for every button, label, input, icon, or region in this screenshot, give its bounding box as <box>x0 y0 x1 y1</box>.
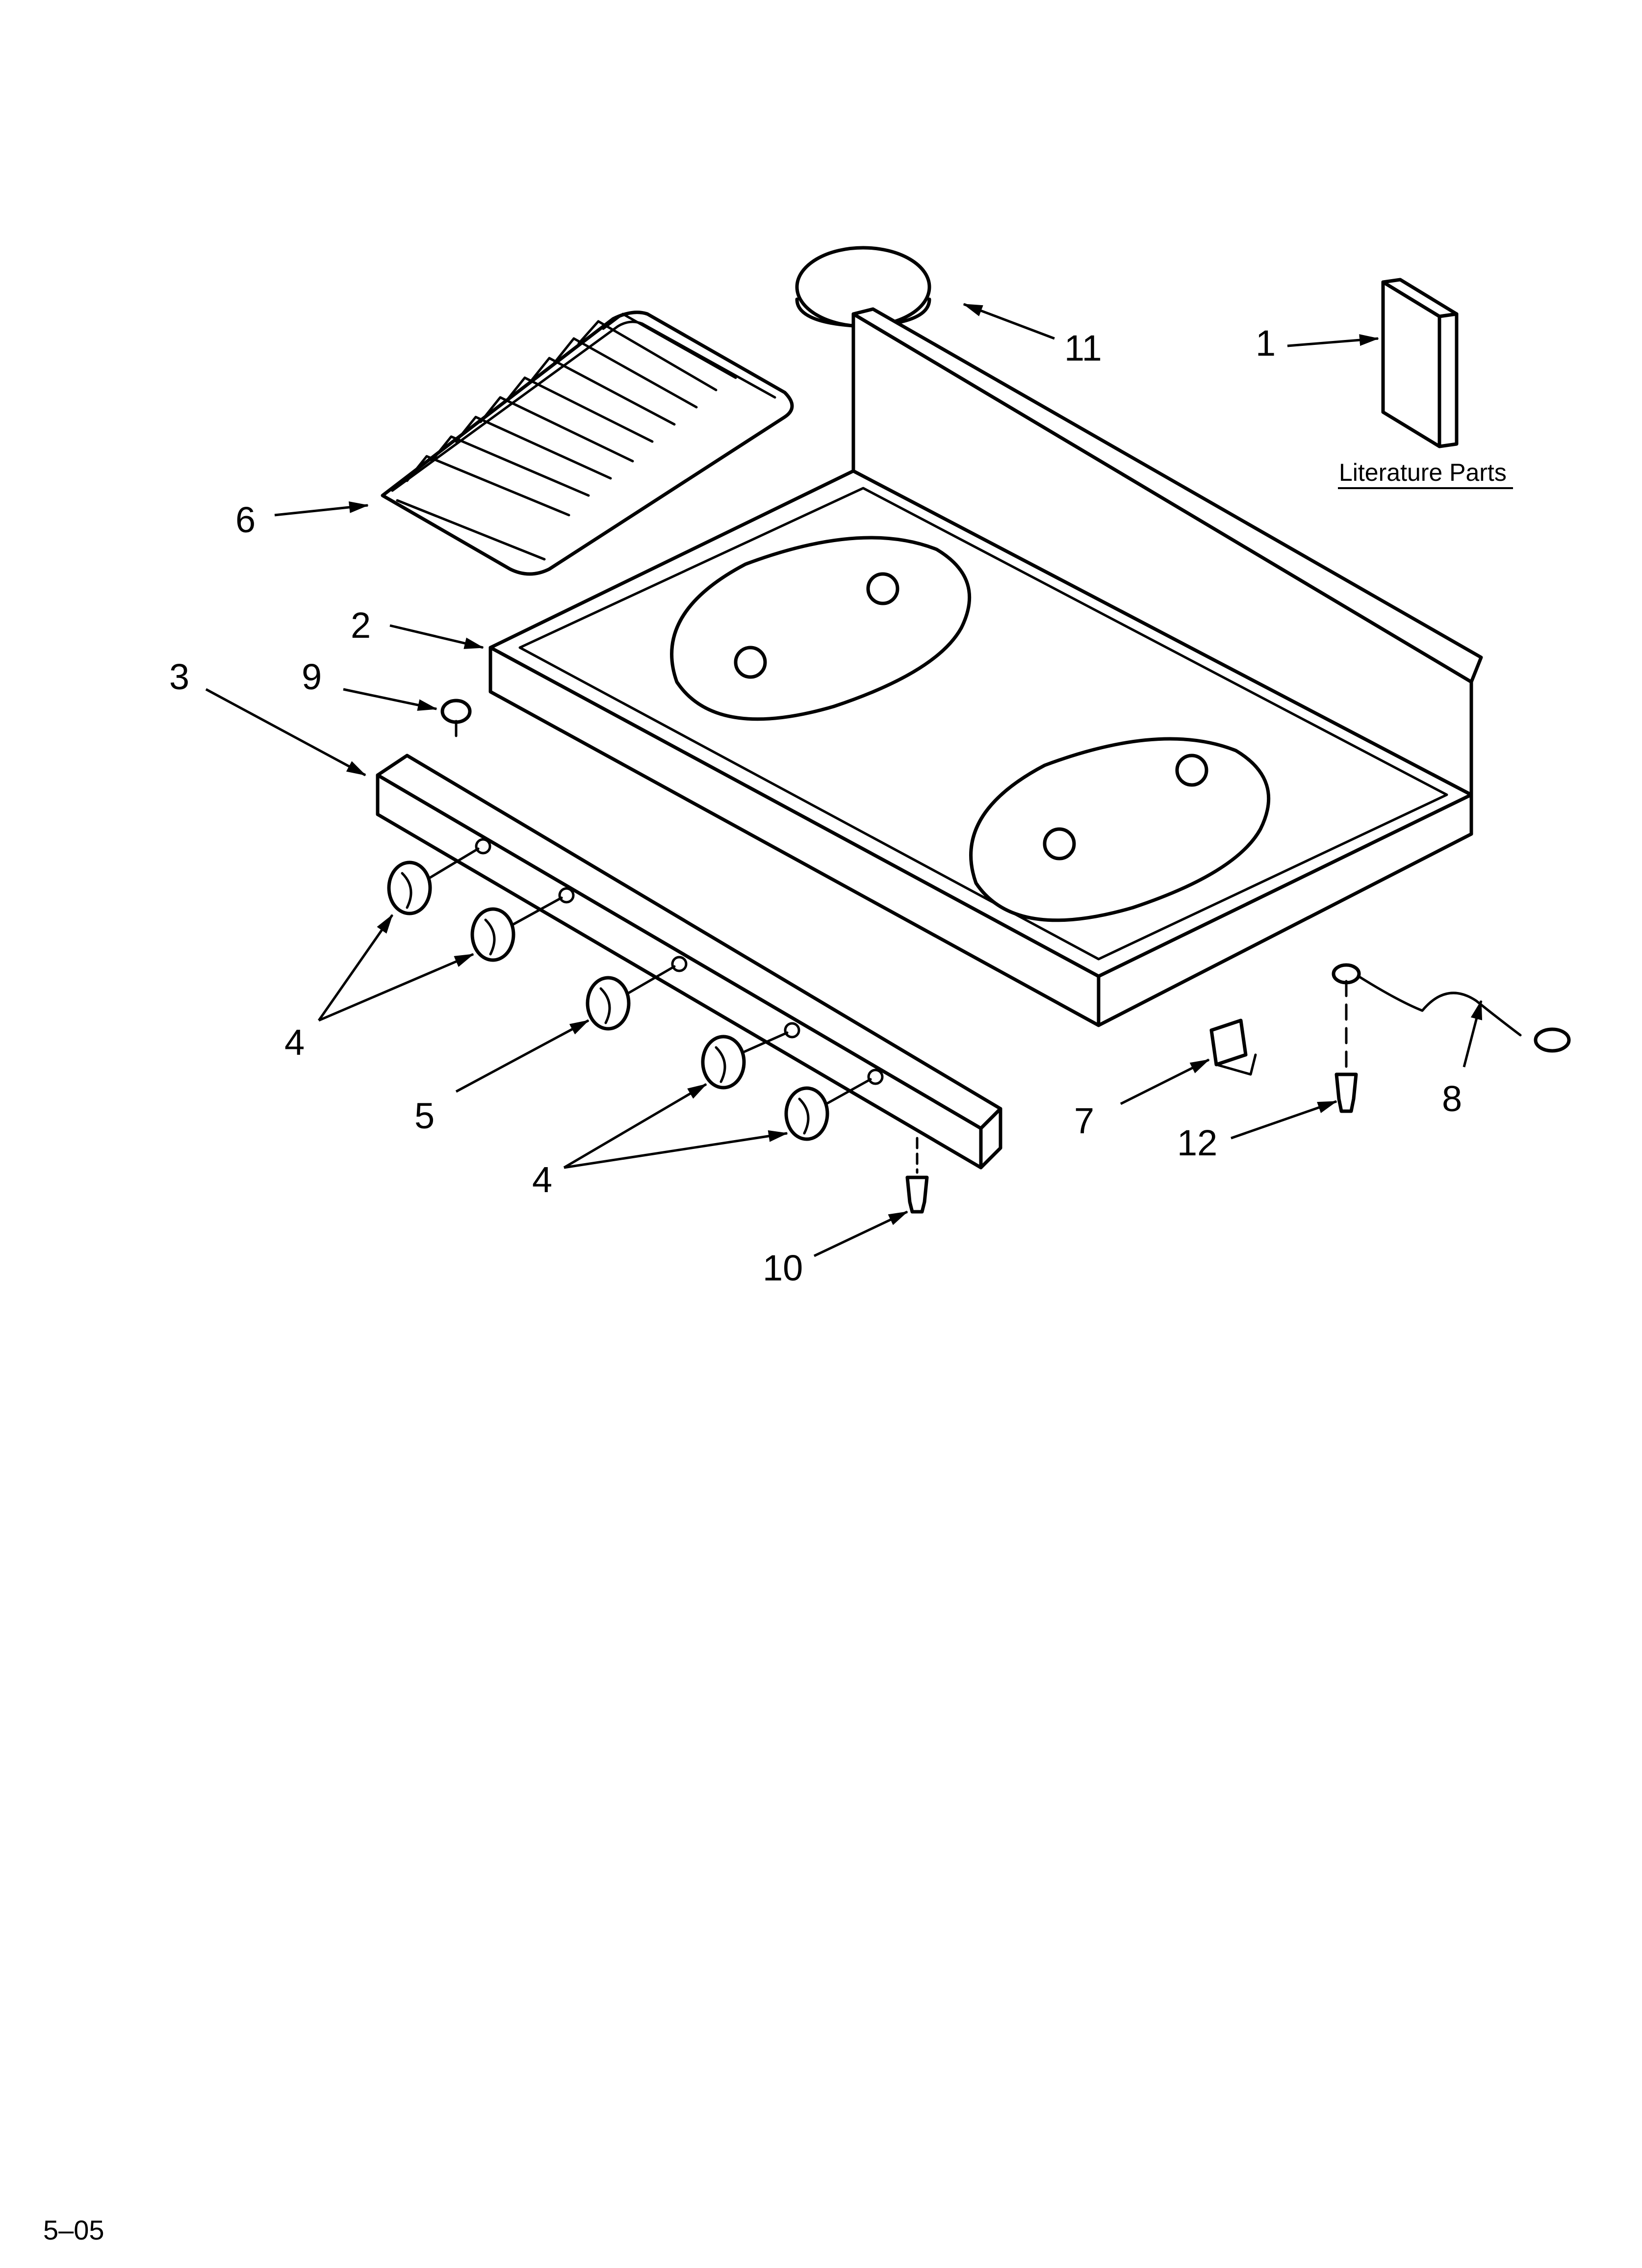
screw-12-part <box>1334 980 1358 1113</box>
callout-2: 2 <box>351 605 371 646</box>
callout-4a: 4 <box>284 1022 305 1063</box>
literature-parts-label: Literature Parts <box>1339 459 1507 486</box>
callout-7: 7 <box>1074 1100 1094 1141</box>
page-code: 5–05 <box>43 2215 104 2245</box>
callout-8: 8 <box>1442 1078 1462 1119</box>
cooktop-part <box>488 307 1483 1027</box>
leader-lines <box>205 303 1483 1257</box>
screw-10-part <box>905 1137 929 1214</box>
control-panel-part <box>376 754 1002 1170</box>
literature-booklet-part <box>1381 278 1459 448</box>
callout-11: 11 <box>1064 328 1102 368</box>
clip-part <box>1209 1018 1257 1076</box>
grate-rack-part <box>381 311 794 576</box>
knob-2 <box>470 896 563 962</box>
callout-9: 9 <box>302 656 322 697</box>
callout-1: 1 <box>1256 323 1276 364</box>
callout-12: 12 <box>1177 1122 1217 1163</box>
callout-5: 5 <box>414 1095 435 1136</box>
callout-10: 10 <box>763 1248 803 1288</box>
callout-3: 3 <box>169 656 189 697</box>
callout-6: 6 <box>235 499 256 540</box>
knob-4 <box>701 1031 789 1090</box>
knob-1 <box>387 847 480 915</box>
knob-5 <box>784 1078 872 1141</box>
knob-3 <box>586 965 676 1031</box>
callout-4b: 4 <box>532 1159 552 1200</box>
pin-part <box>440 699 472 737</box>
ground-wire-part <box>1332 963 1571 1053</box>
